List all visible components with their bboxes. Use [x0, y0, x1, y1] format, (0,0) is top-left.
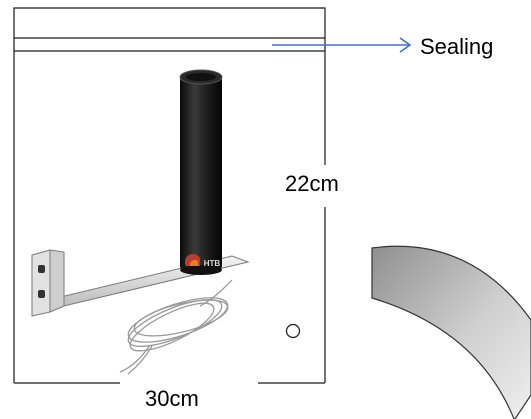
brand-logo: HTB	[184, 253, 221, 268]
bracket-vertical	[31, 249, 51, 317]
width-dimension-label: 30cm	[145, 386, 199, 411]
sealing-arrow-icon	[272, 37, 412, 53]
antenna-tube	[180, 76, 222, 270]
sealing-label: Sealing	[420, 34, 494, 59]
curved-band-shape	[371, 245, 531, 419]
sealing-strip	[14, 37, 325, 52]
cable-coil	[119, 279, 233, 375]
bag-outline	[13, 7, 326, 384]
hang-hole-icon	[285, 323, 301, 339]
brand-text: HTB	[204, 259, 221, 268]
height-dimension-label: 22cm	[283, 171, 341, 197]
antenna-product-image: HTB	[31, 69, 250, 375]
